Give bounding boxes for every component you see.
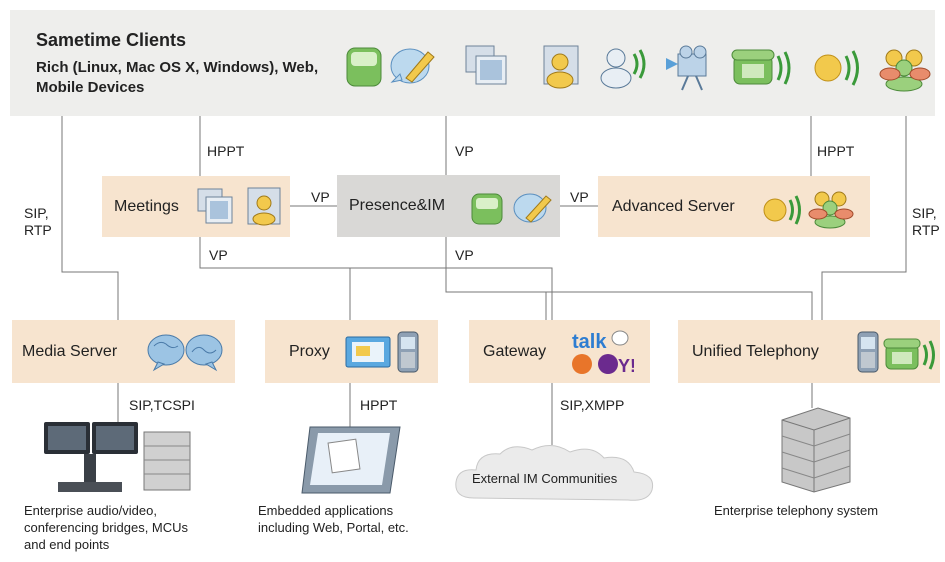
group-users-icon xyxy=(879,49,931,92)
audio-broadcast-icon xyxy=(814,50,859,86)
meetings-label: Meetings xyxy=(114,197,179,215)
server-rack-icon xyxy=(143,431,191,491)
telephony-system-caption: Enterprise telephony system xyxy=(714,503,879,518)
presence-im-label: Presence&IM xyxy=(349,197,446,214)
meeting-windows-icon xyxy=(197,188,233,224)
advanced-server-label: Advanced Server xyxy=(612,197,735,215)
link-label-sip-rtp-right: SIP, RTP xyxy=(912,205,940,238)
link-label-vp-below-presence: VP xyxy=(455,247,474,263)
telephone-icon xyxy=(883,338,935,370)
gateway-box: Gateway xyxy=(469,320,650,383)
google-talk-logo: talk xyxy=(572,331,607,353)
tablet-device-icon xyxy=(301,426,401,494)
link-label-vp-presence-advanced: VP xyxy=(570,189,589,205)
video-camera-icon xyxy=(666,45,707,91)
link-label-vp-meetings-presence: VP xyxy=(311,189,330,205)
mobile-phone-icon xyxy=(397,331,419,373)
clients-subtitle: Rich (Linux, Mac OS X, Windows), Web, Mo… xyxy=(36,59,319,96)
link-label-hppt-right: HPPT xyxy=(817,143,855,159)
contact-card-icon xyxy=(247,187,281,226)
chat-pencil-icon xyxy=(390,48,435,84)
audio-broadcast-icon xyxy=(763,195,801,225)
link-label-hppt-left: HPPT xyxy=(207,143,245,159)
embedded-apps-caption: Embedded applications including Web, Por… xyxy=(258,503,409,535)
external-im-label: External IM Communities xyxy=(472,471,618,486)
link-label-sip-rtp-left: SIP, RTP xyxy=(24,205,52,238)
unified-telephony-label: Unified Telephony xyxy=(692,342,819,360)
globe-chat-icon xyxy=(147,334,223,372)
voice-user-icon xyxy=(600,48,646,89)
chat-pencil-icon xyxy=(513,193,552,223)
web-page-icon xyxy=(345,336,391,368)
telephone-icon xyxy=(731,49,791,85)
im-services-logos-icon: talk Y! xyxy=(572,330,634,376)
yahoo-logo: Y! xyxy=(618,356,634,376)
video-conferencing-icon xyxy=(44,422,191,492)
media-server-label: Media Server xyxy=(22,342,118,360)
chat-window-icon xyxy=(471,193,503,225)
chat-window-icon xyxy=(346,47,382,87)
server-rack-icon xyxy=(781,407,851,493)
link-label-sip-tcspi: SIP,TCSPI xyxy=(129,397,195,413)
mobile-phone-icon xyxy=(857,331,879,373)
link-label-vp-top: VP xyxy=(455,143,474,159)
enterprise-av-caption: Enterprise audio/video, conferencing bri… xyxy=(24,503,189,552)
group-users-icon xyxy=(808,191,854,229)
link-label-sip-xmpp: SIP,XMPP xyxy=(560,397,625,413)
proxy-label: Proxy xyxy=(289,342,330,360)
contact-card-icon xyxy=(543,45,579,89)
link-label-vp-below-meetings: VP xyxy=(209,247,228,263)
clients-title: Sametime Clients xyxy=(36,30,187,50)
meeting-windows-icon xyxy=(465,45,507,85)
cloud-icon xyxy=(455,445,654,501)
link-label-hppt-proxy: HPPT xyxy=(360,397,398,413)
gateway-label: Gateway xyxy=(483,342,547,360)
